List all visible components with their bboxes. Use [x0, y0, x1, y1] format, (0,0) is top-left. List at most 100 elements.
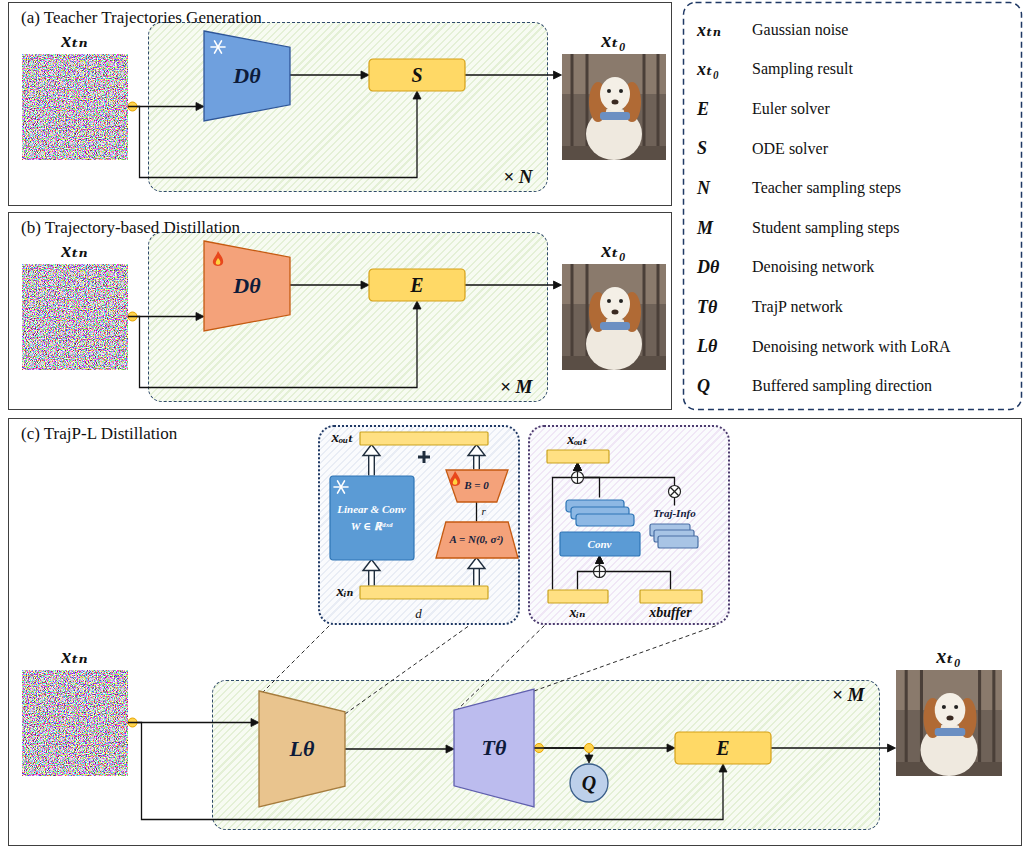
solver-shape	[675, 732, 771, 764]
trainable-icon	[213, 251, 223, 266]
legend-symbol: M	[697, 218, 713, 239]
arrow-head	[719, 764, 727, 772]
node-shape	[562, 54, 666, 160]
arrow-body	[474, 569, 478, 586]
node-label: Linear & Conv	[337, 503, 405, 516]
arrow-head	[596, 556, 604, 564]
solver-box: E	[369, 269, 465, 301]
feature-bar: xᵢₙ	[548, 590, 608, 603]
lora-flow-arrow	[468, 558, 485, 586]
legend-symbol: xₜₙ	[697, 20, 721, 41]
legend-row: Teacher sampling steps	[752, 174, 901, 202]
node-shape	[22, 54, 128, 160]
frozen-icon	[211, 41, 225, 53]
lora-flow-arrow	[363, 445, 380, 476]
node-label: xₒᵤₜ	[332, 429, 354, 446]
flow-arrow	[553, 463, 582, 590]
node-shape	[22, 670, 128, 776]
node-label: d	[415, 607, 422, 622]
panel-frame: (a) Teacher Trajectories Generationxₜₙ× …	[8, 2, 672, 206]
arrow-head	[574, 463, 582, 471]
arrow-head	[413, 301, 421, 309]
feature-bar: xₒᵤₜ	[360, 432, 488, 445]
sample-image: xₜ₀	[896, 670, 1002, 776]
node-label: Dθ	[233, 273, 260, 298]
legend-row: Denoising network with LoRA	[752, 333, 951, 361]
node-shape	[562, 264, 666, 370]
legend-symbol-holder: Tθ	[697, 293, 717, 321]
dog-photo	[562, 264, 666, 370]
node-label: (b) Trajectory-based Distillation	[21, 218, 659, 238]
legend-symbol: Tθ	[697, 297, 717, 318]
flow-arrow	[465, 281, 562, 289]
legend-text: Teacher sampling steps	[752, 179, 901, 197]
layer-shape	[330, 476, 414, 560]
feature-bar: xᵢₙ	[360, 586, 488, 599]
edge-label: r	[481, 505, 487, 518]
noise-image: xₜₙ	[22, 670, 128, 776]
legend-row: Student sampling steps	[752, 214, 900, 242]
frozen-icon	[334, 480, 348, 492]
noise-image: xₜₙ	[22, 54, 128, 160]
sampling-loop: × NDθS	[148, 22, 548, 192]
legend-row: Sampling result	[752, 56, 853, 84]
arrow-line	[128, 722, 252, 723]
add-symbol	[594, 566, 606, 578]
node-shape	[360, 432, 488, 445]
node-label: Lθ	[290, 736, 315, 761]
node-label: × M	[832, 684, 864, 706]
feature-bar: xₒᵤₜ	[547, 450, 609, 463]
bar-shape	[360, 432, 488, 445]
network-block: Lθ	[259, 691, 345, 807]
shape-outline	[204, 241, 290, 331]
arrow-head	[468, 445, 485, 456]
legend-text: Denoising network with LoRA	[752, 338, 951, 356]
arrow-head	[667, 744, 675, 752]
legend-symbol-holder: xₜ₀	[697, 56, 719, 84]
legend-text: Euler solver	[752, 100, 830, 118]
legend-symbol-holder: M	[697, 214, 713, 242]
arrow-line	[128, 723, 724, 820]
flow-arrow	[574, 463, 675, 506]
arrow-line	[771, 747, 888, 748]
arrow-head	[196, 103, 204, 111]
junction-dot	[585, 744, 594, 753]
node-label: xₜ₀	[601, 29, 625, 52]
legend-symbol: E	[697, 99, 709, 120]
sampling-loop: × MDθE	[148, 232, 548, 402]
arrow-head	[363, 445, 380, 456]
circle-shape	[570, 764, 608, 802]
node-shape	[22, 264, 128, 370]
arrow-head	[574, 463, 582, 471]
node-label: xᵢₙ	[337, 583, 354, 600]
shape-outline	[446, 470, 508, 502]
node-shape	[330, 476, 414, 560]
arrow-line	[465, 74, 554, 75]
legend-symbol-holder: S	[697, 135, 707, 163]
sample-image: xₜ₀	[562, 54, 666, 160]
node-label: B = 0	[464, 479, 489, 492]
panel-frame: (c) TrajP-L DistillationdxₒᵤₜLinear & Co…	[8, 418, 1022, 846]
legend-text: Denoising network	[752, 258, 874, 276]
arrow-head	[468, 558, 485, 569]
noise-pixels	[22, 670, 128, 776]
legend-row: Euler solver	[752, 95, 830, 123]
flow-arrow	[290, 71, 369, 79]
lora-flow-arrow	[363, 560, 380, 586]
dog-photo	[562, 54, 666, 160]
flow-arrow	[128, 301, 422, 388]
node-label: Q	[582, 772, 596, 795]
legend-row: Denoising network	[752, 254, 874, 282]
arrow-line	[128, 309, 418, 388]
node-shape	[548, 590, 608, 603]
node-label: W ∈ ℝᵈˣᵈ	[351, 520, 393, 533]
arrow-body	[474, 456, 478, 470]
arrow-line	[128, 99, 418, 178]
arrow-line	[465, 284, 554, 285]
arrow-line	[578, 471, 675, 506]
legend-symbol-holder: Dθ	[697, 254, 719, 282]
node-label: E	[716, 737, 729, 760]
flow-arrow	[476, 502, 477, 522]
legend-symbol-holder: xₜₙ	[697, 16, 721, 44]
legend-text: TrajP network	[752, 298, 843, 316]
